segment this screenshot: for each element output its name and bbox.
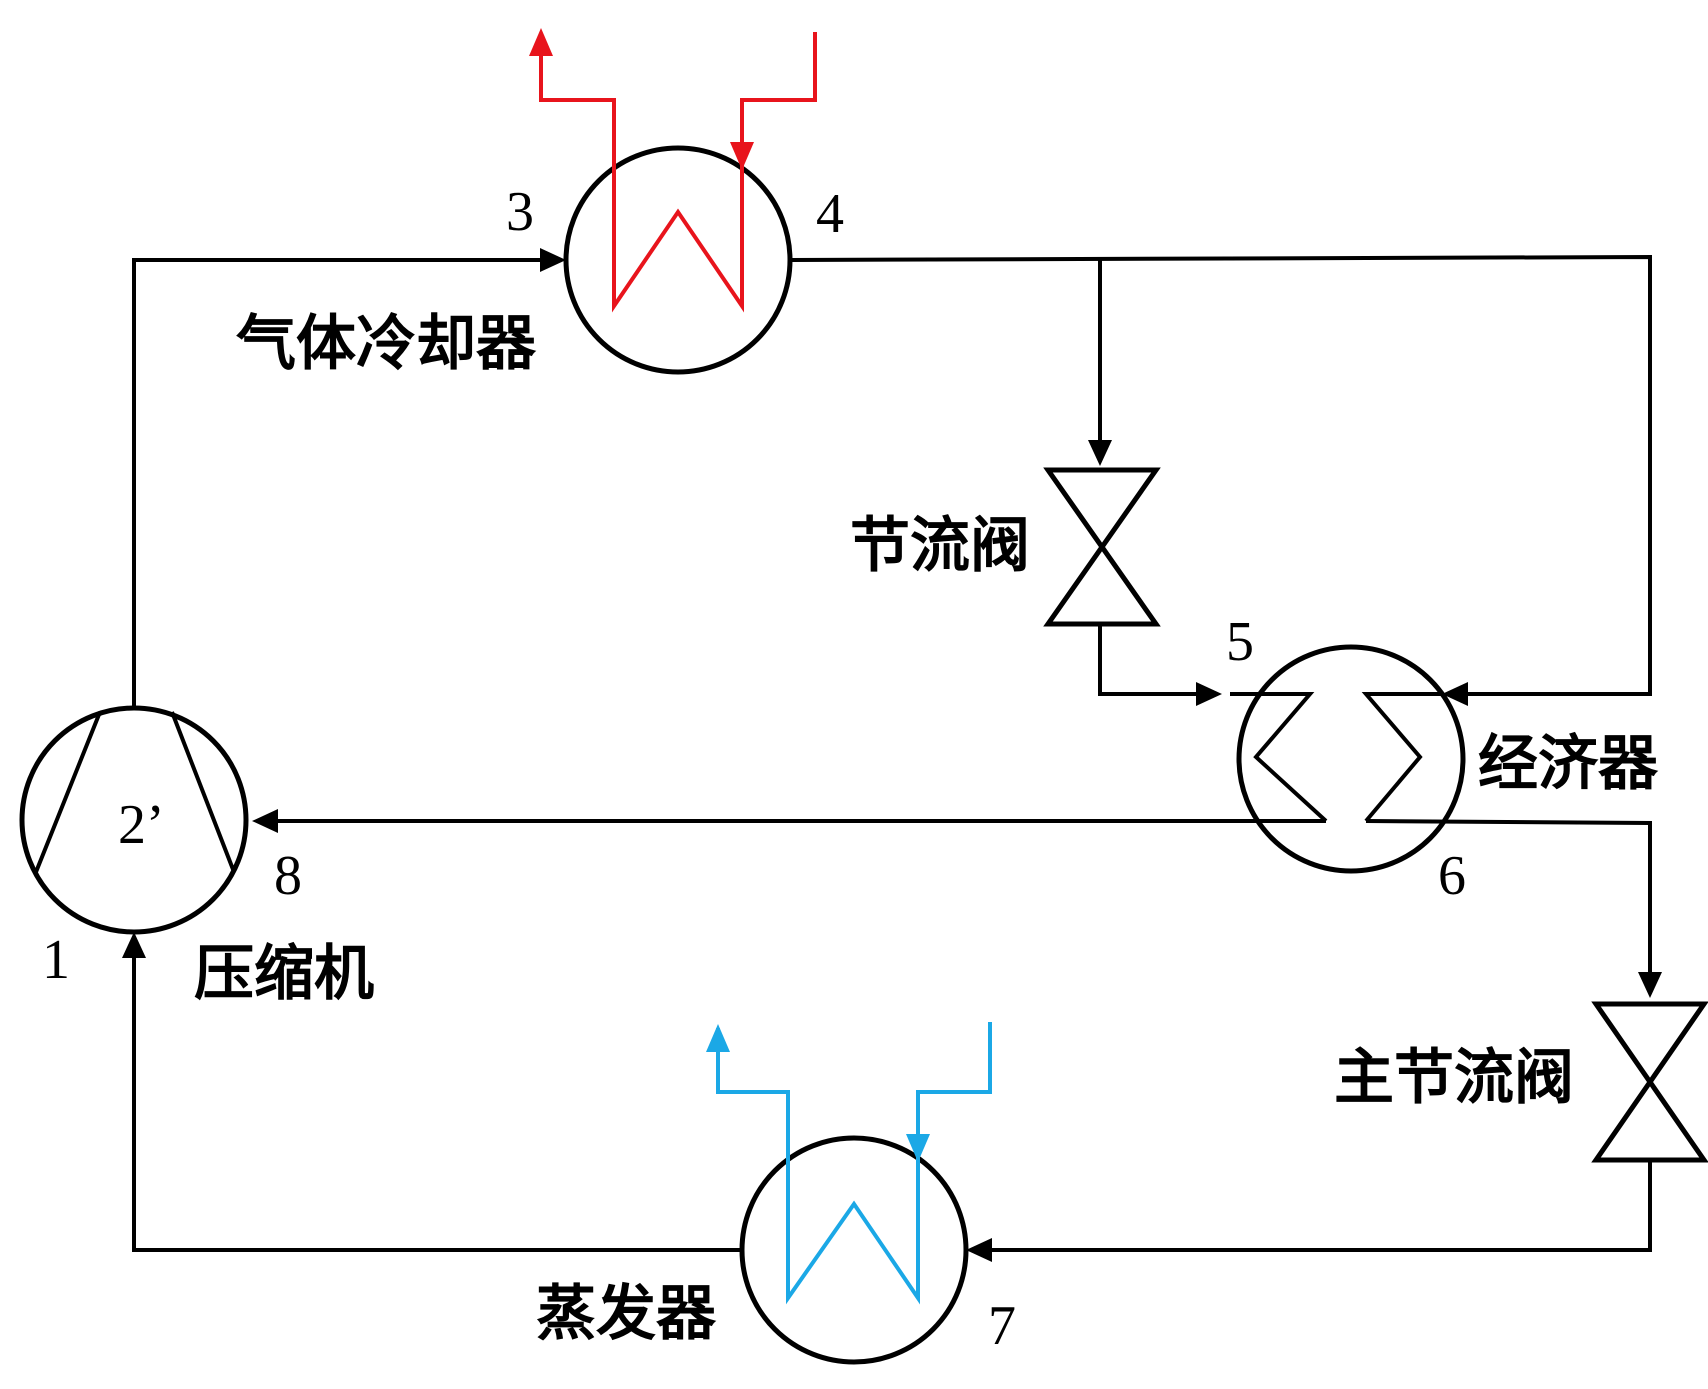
evaporator-shell [739, 1135, 969, 1365]
state-point-5: 5 [1226, 611, 1254, 673]
chilled-water-outlet-arrow [706, 1024, 730, 1052]
pipe-compressor-to-gas-cooler [132, 258, 548, 708]
economizer-injection-coil [1230, 692, 1328, 823]
evaporator-water-coil [716, 1022, 992, 1305]
main-throttle-valve-label: 主节流阀 [1334, 1043, 1574, 1113]
chilled-water-inlet-arrow [906, 1134, 930, 1162]
main-throttle-valve-symbol [1591, 1001, 1708, 1163]
evaporator-label: 蒸发器 [536, 1279, 717, 1349]
throttle-valve-label: 节流阀 [850, 511, 1030, 581]
state-point-7: 7 [988, 1295, 1016, 1357]
gas-cooler-shell [563, 145, 793, 375]
hot-water-outlet-arrow [529, 28, 553, 56]
gas-cooler-water-coil [539, 32, 817, 313]
hot-water-inlet-arrow [730, 142, 754, 170]
flow-arrow-into-economizer-injection [1196, 682, 1222, 706]
state-point-4: 4 [816, 183, 844, 245]
state-point-8: 8 [274, 845, 302, 907]
compressor-blade-left [34, 711, 102, 873]
compressor-blade-right [170, 711, 236, 873]
pipe-main-throttle-to-evaporator [986, 1160, 1652, 1252]
compressor-shell [19, 705, 249, 935]
economizer-shell [1236, 644, 1466, 874]
economizer-main-coil [1361, 692, 1442, 823]
flow-arrow-into-compressor-injection [252, 809, 278, 833]
pipe-throttle-to-economizer [1098, 624, 1204, 696]
pipe-gas-cooler-to-economizer [791, 254, 1652, 696]
flow-arrow-into-compressor-suction [122, 932, 146, 958]
pipe-economizer-to-main-throttle [1365, 819, 1652, 980]
throttle-valve-symbol [1043, 467, 1161, 627]
state-point-3: 3 [506, 181, 534, 243]
flow-arrow-into-economizer-main [1442, 682, 1468, 706]
flow-arrow-into-throttle [1088, 440, 1112, 466]
gas-cooler-label: 气体冷却器 [236, 309, 537, 379]
flow-arrow-into-evaporator [966, 1238, 992, 1262]
state-point-2prime: 2’ [118, 794, 165, 856]
flow-arrow-into-main-throttle [1638, 972, 1662, 998]
economizer-label: 经济器 [1478, 729, 1659, 799]
flow-arrow-into-gas-cooler [540, 248, 566, 272]
compressor-label: 压缩机 [194, 939, 374, 1009]
state-point-6: 6 [1438, 845, 1466, 907]
state-point-1: 1 [42, 929, 70, 991]
pipe-evaporator-to-compressor [132, 952, 742, 1252]
